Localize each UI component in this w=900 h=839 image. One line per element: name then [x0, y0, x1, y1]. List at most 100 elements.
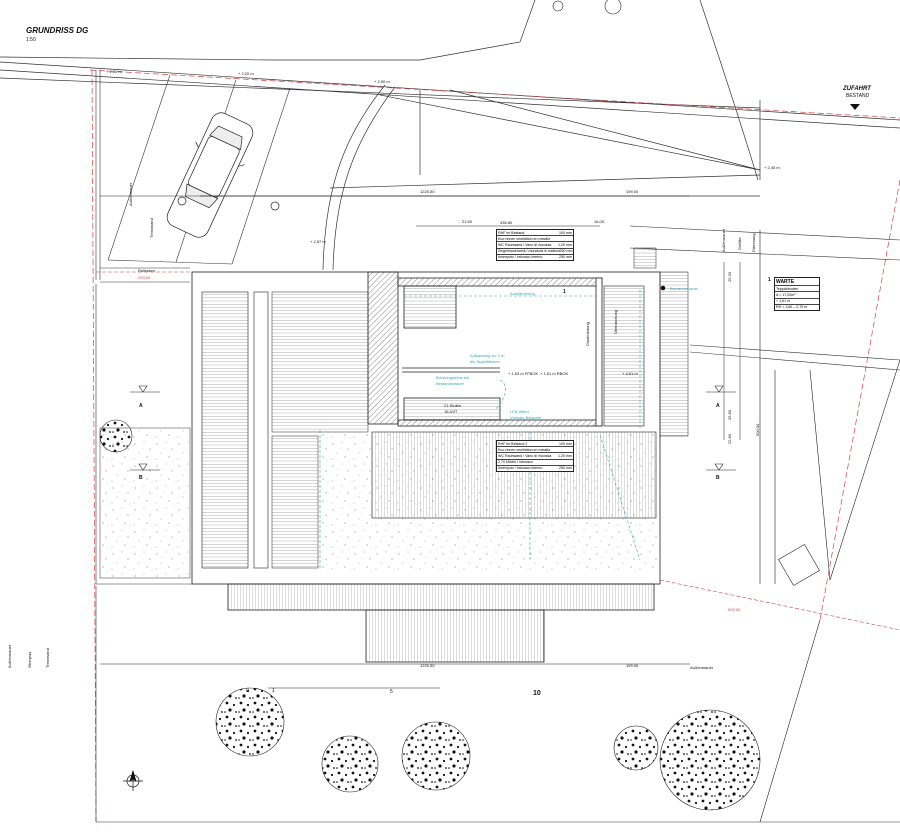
- annotation-text: Dämmung: [751, 233, 756, 252]
- annotation-text: Trennwand: [45, 648, 50, 668]
- spec-label: RHF im Bestand 2: [498, 441, 528, 446]
- cyan-annotation: Vorplatz Bauwerk: [510, 415, 542, 420]
- north-arrow: [123, 769, 143, 791]
- cyan-annotation: Bestandsmauer: [436, 381, 465, 386]
- entry-stairs: [633, 247, 657, 269]
- red-boundary-left: [91, 69, 97, 823]
- stair-strip-left: [201, 291, 249, 569]
- red-dimension-text: 233.00: [138, 275, 151, 280]
- annotation-text: Gefälle: [737, 237, 742, 250]
- spec-value: 1,20 mm: [558, 242, 572, 247]
- annotation-text: Außenmauer: [690, 665, 714, 670]
- spec-value: 100 mm: [559, 230, 572, 235]
- level-label: + 1,61 m RBOK: [540, 371, 569, 376]
- spec-row: Kuo rinnen ventilation en metallo: [497, 447, 573, 454]
- scale-bar-label: 1: [272, 688, 275, 694]
- section-markers: [130, 385, 736, 471]
- red-boundary-top: [89, 69, 900, 119]
- level-label: + 2,20 m: [238, 71, 254, 76]
- annotation-text: Außenmauer: [128, 182, 133, 206]
- spec-box-middle: RHF im Bestand 2 100 mm Kuo rinnen ventila…: [496, 440, 574, 472]
- red-dimension-text: 520.00: [728, 607, 741, 612]
- level-label: + 2,50 m: [106, 69, 122, 74]
- level-label: + 1,63 m FFBOK: [508, 371, 539, 376]
- spec-value: 250 mm: [559, 255, 572, 260]
- dimension-text: 1225.50: [420, 663, 435, 668]
- room-area: A = 17,20m²: [775, 292, 819, 299]
- room-level: + 1,61 m: [775, 299, 819, 305]
- stair-label: 16,4/27: [444, 409, 458, 414]
- annotation-text: Trennwand: [149, 218, 154, 238]
- zufahrt-arrow: [850, 104, 860, 110]
- car-top-view: [166, 112, 254, 238]
- spec-row: 2,70 Mörtel / Intonaco: [497, 460, 573, 466]
- spec-label: Innenputz / intonaco interno: [498, 466, 543, 471]
- spec-label: RHF im Bestand: [498, 230, 525, 235]
- annotation-text: Überdachung: [613, 309, 618, 334]
- gravel-area-left: [99, 427, 191, 579]
- zufahrt-label: ZUFAHRT: [843, 86, 871, 92]
- dimension-text: 21.50: [462, 219, 473, 224]
- right-wall-band: [659, 271, 689, 437]
- spec-label: Kuo rinnen ventilation en metallo: [498, 447, 551, 452]
- drawing-scale: 1:50: [26, 37, 36, 43]
- spec-label: Ziegelmauerwerk / muratura in mattoni: [498, 249, 560, 254]
- trees: [99, 0, 761, 811]
- drawing-title: GRUNDRISS DG: [26, 26, 89, 35]
- spec-value: 100 mm: [559, 441, 572, 446]
- red-dim-line-2: [659, 579, 900, 631]
- scale-bar-label: 10: [533, 690, 541, 697]
- scale-bar-label: 5: [390, 689, 393, 695]
- cyan-annotation: Ausdämmung: [510, 291, 535, 296]
- room-number: 1: [768, 277, 771, 283]
- spec-row: Innenputz / intonaco interno 250 mm: [497, 255, 573, 260]
- spec-label: 2,70 Mörtel / Intonaco: [498, 460, 533, 465]
- dimension-text: 199.00: [626, 663, 639, 668]
- spec-value: 250 mm: [559, 466, 572, 471]
- cyan-annotation: Aufkantung ca. 2 m: [470, 353, 505, 358]
- right-stair: [603, 285, 645, 427]
- driveway: [200, 84, 761, 271]
- level-label: + 2,45 m: [764, 165, 780, 170]
- room-number: 1: [563, 289, 566, 295]
- spec-row: WC Rauhwand / Vano di riscossa 1,20 mm: [497, 242, 573, 249]
- spec-label: Innenputz / intonaco interno: [498, 255, 543, 260]
- dimension-text: 1225.50: [420, 189, 435, 194]
- spec-label: WC Rauhwand / Vano di riscossa: [498, 453, 552, 458]
- dimension-text: 436.80: [500, 220, 513, 225]
- annotation-text: Oberputz: [27, 651, 32, 668]
- inner-room: [367, 271, 603, 427]
- stair-label: 21 Stufen: [444, 403, 462, 408]
- room-height: RH = 1,60 – 2,70 m: [776, 305, 808, 310]
- cyan-annotation: LFB Wand: [510, 409, 529, 414]
- parking-p-icon: [177, 196, 187, 206]
- cyan-annotation: Brüstungshöhe bis: [436, 375, 470, 380]
- annotation-text: Glasbrüstung: [585, 322, 590, 346]
- spec-label: WC Rauhwand / Vano di riscossa: [498, 242, 552, 247]
- section-label-a: A: [139, 403, 143, 409]
- annotation-text: Rollrasen: [138, 268, 155, 273]
- room-title: WARTE: [775, 278, 819, 287]
- spec-row: Kuo rinnen ventilation en metallo: [497, 236, 573, 243]
- spec-row: WC Rauhwand / Vano di riscossa 1,20 mm: [497, 453, 573, 460]
- stair-strip-left-2: [253, 291, 269, 569]
- spec-row: Innenputz / intonaco interno 250 mm: [497, 466, 573, 471]
- parking-p-icon: [270, 201, 280, 211]
- terrace-boards: [271, 291, 369, 433]
- cyan-annotation: bis Tagesflächen: [470, 359, 500, 364]
- spec-row: RHF im Bestand 2 100 mm: [497, 441, 573, 448]
- dimension-text: 199.00: [626, 189, 639, 194]
- level-label: + 2,90 m: [374, 79, 390, 84]
- room-floor: Teppichboden: [775, 286, 819, 293]
- cyan-annotation: Bestandsmauer: [670, 286, 699, 291]
- spec-value: 250 mm: [559, 249, 573, 254]
- dimension-text: 500.00: [755, 423, 760, 436]
- section-label-a: A: [716, 403, 720, 409]
- spec-value: 1,20 mm: [558, 453, 572, 458]
- dimension-text: 16.00: [594, 219, 605, 224]
- annotation-text: Außenmauer: [7, 644, 12, 668]
- annotation-text: Außenmauer: [721, 228, 726, 252]
